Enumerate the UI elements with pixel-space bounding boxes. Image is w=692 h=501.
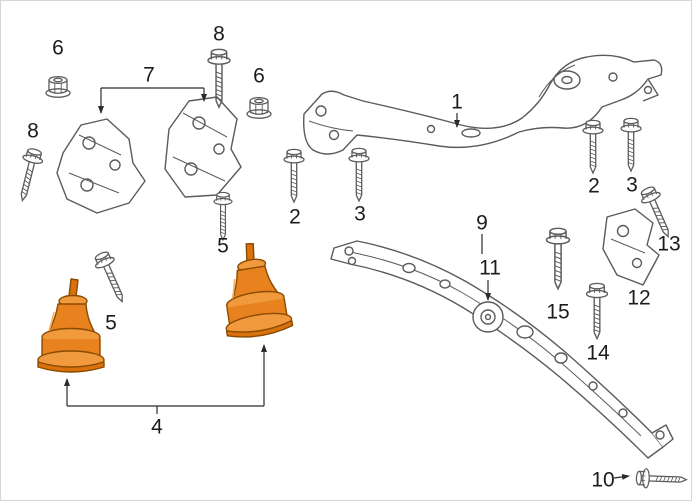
mount-bracket-left-part: [56, 118, 146, 214]
bolt-part-5-lower: [90, 248, 132, 307]
nut-part-6-right: [246, 96, 272, 119]
stopper-bracket-part: [602, 208, 660, 286]
bolt-part-14: [585, 282, 609, 340]
leader-item10: [613, 473, 630, 480]
mount-bracket-right-part: [164, 96, 242, 198]
nut-part-6-left: [45, 75, 71, 98]
bolt-part-3-left: [348, 147, 370, 202]
bolt-part-15: [545, 227, 571, 290]
bushing-part: [472, 301, 504, 333]
leader-lines: [64, 87, 630, 480]
engine-mount-left-part: [37, 278, 105, 373]
bolt-part-3-right: [620, 117, 642, 172]
engine-mounts-highlighted: [37, 237, 295, 373]
bolt-part-5-upper: [213, 191, 233, 241]
engine-mount-right-part: [212, 237, 295, 342]
bolt-part-10: [635, 467, 688, 490]
bolt-part-8-left: [12, 146, 46, 204]
support-beam-part: [330, 240, 674, 459]
crossmember-part: [303, 54, 663, 155]
bolt-part-2-left: [283, 148, 305, 203]
bolt-part-2-right: [582, 119, 604, 174]
